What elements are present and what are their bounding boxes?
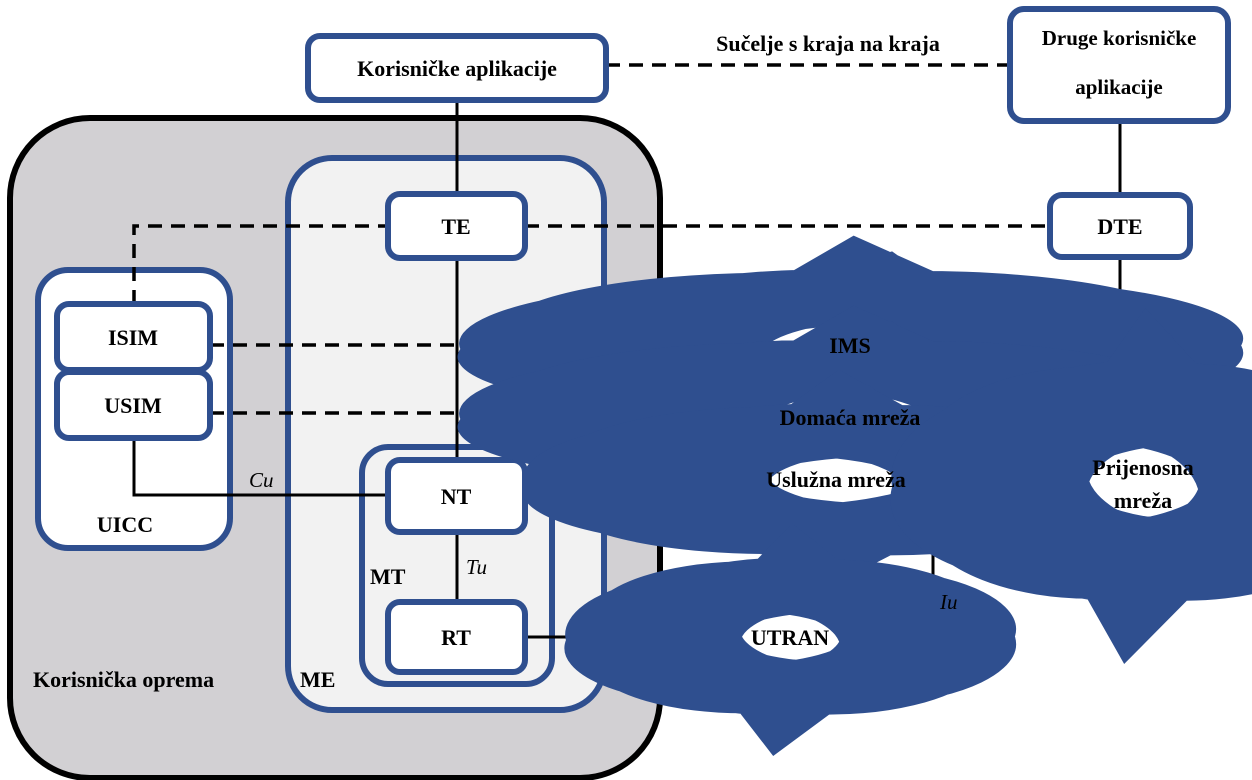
end-to-end-interface-label: Sučelje s kraja na kraja (716, 31, 940, 56)
rt-label: RT (441, 625, 471, 650)
me-label: ME (300, 667, 335, 692)
other-apps-label-line2: aplikacije (1075, 75, 1163, 99)
serving-network-label: Uslužna mreža (766, 467, 906, 492)
isim-label: ISIM (108, 325, 158, 350)
te-box (385, 191, 528, 261)
cu-connector (132, 440, 388, 497)
user-apps-label: Korisničke aplikacije (357, 56, 557, 81)
ims-cloud-label: IMS (829, 333, 871, 358)
rt-box (385, 599, 528, 675)
utran-label: UTRAN (751, 625, 829, 650)
usim-box (54, 369, 213, 441)
transit-network-label-line1: Prijenosna (1092, 455, 1193, 480)
dte-label: DTE (1097, 214, 1142, 239)
uicc-label: UICC (97, 512, 153, 537)
other-apps-label-line1: Druge korisničke (1042, 26, 1197, 50)
user-apps-box (305, 33, 609, 103)
transit-network-label-line2: mreža (1114, 488, 1172, 513)
cu-interface-label: Cu (249, 468, 274, 492)
other-apps-box (1007, 6, 1231, 124)
iu-interface-label: Iu (939, 590, 958, 614)
tu-interface-label: Tu (466, 555, 487, 579)
usim-label: USIM (104, 393, 162, 418)
dte-box (1047, 192, 1193, 260)
home-network-label: Domaća mreža (780, 405, 921, 430)
user-equipment-label: Korisnička oprema (33, 667, 214, 692)
nt-label: NT (441, 484, 472, 509)
te-isim-dashed-line (132, 224, 388, 304)
mt-label: MT (370, 564, 406, 589)
te-label: TE (441, 214, 470, 239)
